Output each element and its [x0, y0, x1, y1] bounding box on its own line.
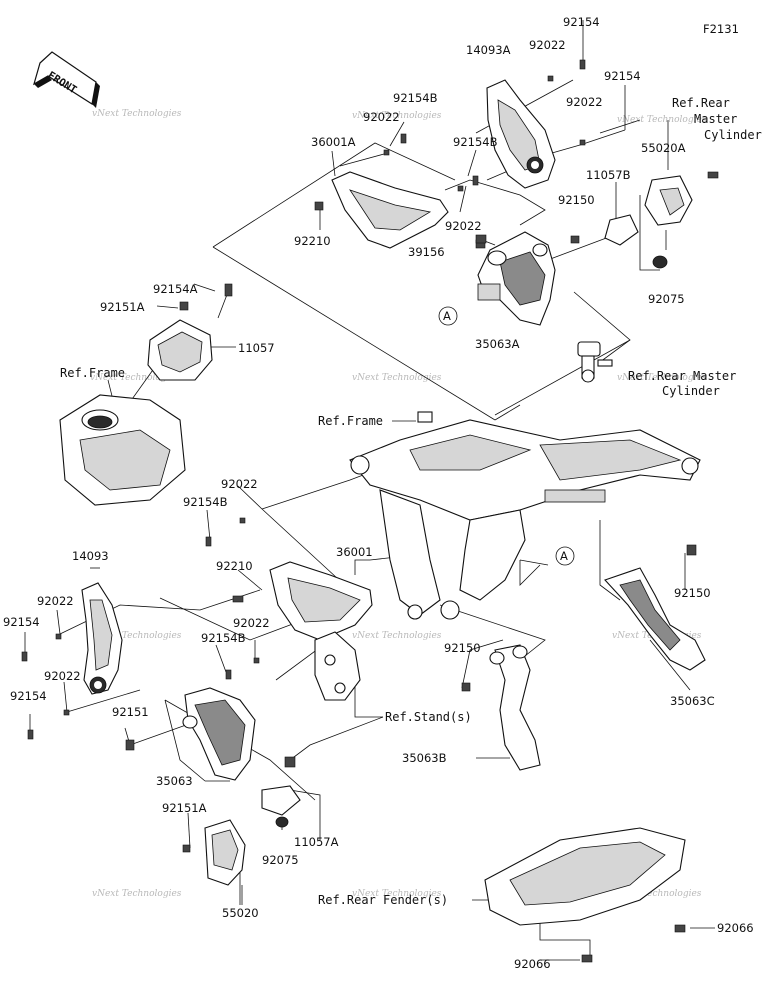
part-label: 35063A — [475, 337, 520, 351]
bracket-35063c — [604, 544, 706, 671]
bracket-35063a — [475, 231, 556, 326]
guard-55020a — [570, 171, 719, 269]
svg-text:vNext Technologies: vNext Technologies — [92, 889, 182, 899]
svg-text:vNext Technologies: vNext Technologies — [352, 631, 442, 641]
bracket-35063b — [461, 644, 541, 771]
ref-label: Ref.Stand(s) — [385, 710, 472, 724]
cover-36001 — [232, 561, 373, 641]
part-label: 39156 — [408, 245, 445, 259]
svg-text:vNext Technologies: vNext Technologies — [352, 889, 442, 899]
svg-text:vNext Technologies: vNext Technologies — [352, 111, 442, 121]
part-label: 92210 — [216, 559, 253, 573]
part-label: 92022 — [363, 110, 400, 124]
part-label: 92150 — [444, 641, 481, 655]
part-label: 35063B — [402, 751, 447, 765]
part-labels: 92154 92022 14093A 92154 92022 92154B 92… — [3, 15, 754, 971]
svg-text:A: A — [560, 549, 568, 563]
guard-55020 — [182, 785, 301, 886]
part-label: 92022 — [44, 669, 81, 683]
part-label: 92154B — [183, 495, 228, 509]
ref-label: Ref.Frame — [60, 366, 125, 380]
part-label: 92154 — [604, 69, 641, 83]
part-label: 92154B — [453, 135, 498, 149]
part-label: 11057 — [238, 341, 275, 355]
bracket-14093 — [81, 582, 123, 695]
part-label: 92066 — [717, 921, 754, 935]
part-label: 92022 — [37, 594, 74, 608]
part-label: 92154 — [3, 615, 40, 629]
part-label: 35063C — [670, 694, 715, 708]
ref-label: Ref.Rear Master — [628, 369, 736, 383]
part-label: 92151A — [162, 801, 207, 815]
ref-label: Ref.Rear Fender(s) — [318, 893, 448, 907]
part-label: 14093A — [466, 43, 511, 57]
svg-text:vNext Technologies: vNext Technologies — [92, 631, 182, 641]
main-frame — [349, 411, 701, 620]
part-label: 36001 — [336, 545, 373, 559]
ref-label: Ref.Rear — [672, 96, 730, 110]
steering-head-assembly — [59, 283, 233, 506]
ref-label: Cylinder — [662, 384, 720, 398]
bracket-35063 — [125, 687, 256, 781]
part-label: 55020A — [641, 141, 686, 155]
svg-text:vNext Technologies: vNext Technologies — [612, 889, 702, 899]
ref-label: Cylinder — [704, 128, 762, 142]
part-label: 92075 — [262, 853, 299, 867]
ref-labels: Ref.Rear Master Cylinder Ref.Frame Ref.R… — [60, 96, 762, 907]
part-label: 92154 — [563, 15, 600, 29]
front-arrow-icon: FRONT — [33, 51, 100, 108]
svg-text:vNext Technologies: vNext Technologies — [617, 373, 707, 383]
part-label: 14093 — [72, 549, 109, 563]
bolts-small — [21, 59, 586, 740]
bracket-14093a — [486, 79, 556, 189]
callout-a-lower: A — [555, 546, 575, 566]
ref-label: Ref.Frame — [318, 414, 383, 428]
part-label: 92022 — [566, 95, 603, 109]
rear-master-cylinder-ref — [577, 341, 613, 383]
callout-a-upper: A — [438, 306, 458, 326]
svg-text:vNext Technologies: vNext Technologies — [617, 115, 707, 125]
part-label: 92154 — [10, 689, 47, 703]
stand-bracket-ref — [284, 631, 361, 768]
rear-fender-ref — [484, 827, 686, 963]
part-label: 92150 — [558, 193, 595, 207]
ref-label: Master — [694, 112, 737, 126]
cover-36001a — [314, 171, 449, 249]
part-label: 92154A — [153, 282, 198, 296]
part-label: 11057B — [586, 168, 631, 182]
svg-text:vNext Technologies: vNext Technologies — [90, 373, 180, 383]
part-label: 36001A — [311, 135, 356, 149]
part-label: 55020 — [222, 906, 259, 920]
part-label: 92151A — [100, 300, 145, 314]
part-label: 92066 — [514, 957, 551, 971]
part-label: 92075 — [648, 292, 685, 306]
part-label: 92154B — [201, 631, 246, 645]
part-label: 92210 — [294, 234, 331, 248]
part-label: 92022 — [221, 477, 258, 491]
svg-text:vNext Technologies: vNext Technologies — [352, 373, 442, 383]
part-label: 92151 — [112, 705, 149, 719]
svg-text:vNext Technologies: vNext Technologies — [92, 109, 182, 119]
part-label: 11057A — [294, 835, 339, 849]
part-label: 92022 — [233, 616, 270, 630]
part-label: 92022 — [529, 38, 566, 52]
part-label: 92154B — [393, 91, 438, 105]
figure-code: F2131 — [703, 22, 739, 36]
part-label: 35063 — [156, 774, 193, 788]
svg-text:A: A — [443, 309, 451, 323]
part-label: 92150 — [674, 586, 711, 600]
part-label: 92022 — [445, 219, 482, 233]
